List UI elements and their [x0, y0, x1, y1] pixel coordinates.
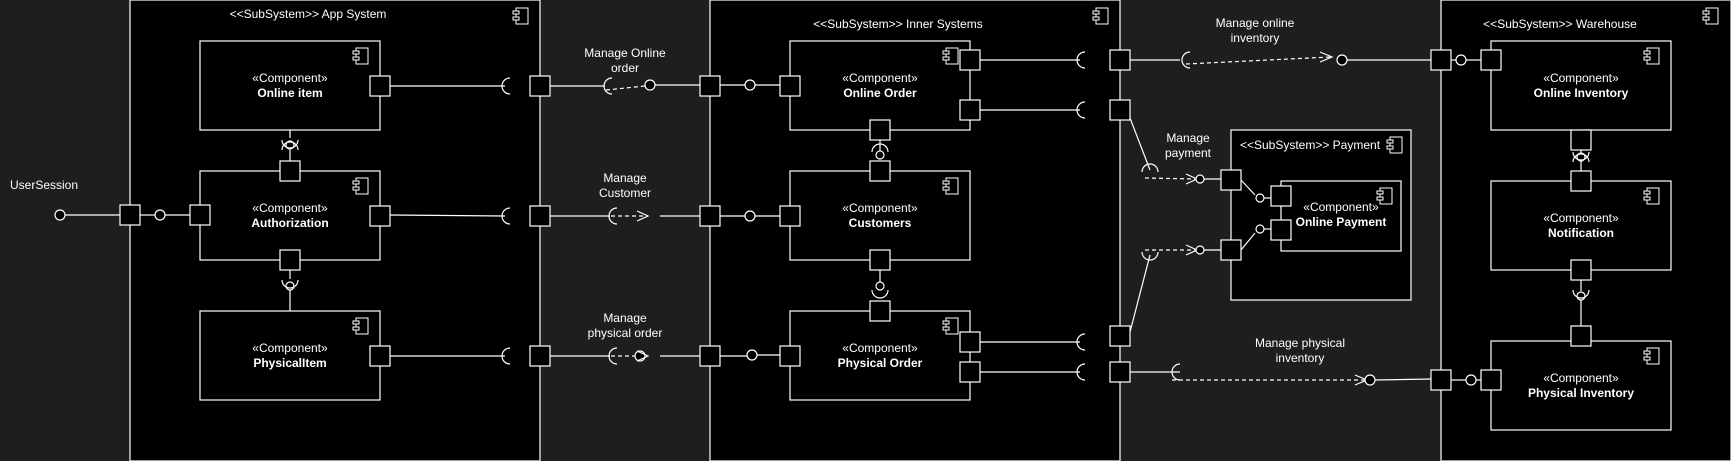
- port[interactable]: [1270, 185, 1292, 207]
- port[interactable]: [1570, 259, 1592, 281]
- stereotype-label: «Component»: [252, 341, 328, 355]
- connector-label-physical-inventory-line1: Manage physical: [1255, 336, 1345, 350]
- port[interactable]: [1109, 99, 1131, 121]
- component-name: Online Inventory: [1534, 86, 1629, 100]
- port[interactable]: [369, 75, 391, 97]
- stereotype-label: «Component»: [842, 201, 918, 215]
- stereotype-label: «Component»: [842, 71, 918, 85]
- port[interactable]: [699, 75, 721, 97]
- connector-lines: [54, 51, 1590, 386]
- port[interactable]: [959, 361, 981, 383]
- stereotype-label: «Component»: [1543, 71, 1619, 85]
- required-interface-socket: [501, 207, 511, 225]
- component-authorization[interactable]: «Component» Authorization: [199, 170, 381, 261]
- subsystem-title-warehouse: <<SubSystem>> Warehouse: [1483, 17, 1637, 31]
- connector-label-physical-order-line1: Manage: [603, 311, 647, 325]
- component-customers[interactable]: «Component» Customers: [789, 170, 971, 261]
- component-name: Customers: [849, 216, 912, 230]
- port[interactable]: [1430, 49, 1452, 71]
- connector-label-online-inventory-line1: Manage online: [1216, 16, 1295, 30]
- component-online-payment[interactable]: «Component» Online Payment: [1280, 180, 1402, 252]
- subsystem-title-app: <<SubSystem>> App System: [230, 7, 387, 21]
- connector-label-physical-order-line2: physical order: [588, 326, 663, 340]
- port[interactable]: [1109, 325, 1131, 347]
- provided-interface-ball: [54, 209, 66, 221]
- connector-label-online-order-line2: order: [611, 61, 639, 75]
- component-physical-item[interactable]: «Component» PhysicalItem: [199, 310, 381, 401]
- port[interactable]: [369, 205, 391, 227]
- port[interactable]: [1430, 369, 1452, 391]
- port[interactable]: [869, 249, 891, 271]
- port[interactable]: [1220, 239, 1242, 261]
- port[interactable]: [699, 205, 721, 227]
- port[interactable]: [1220, 169, 1242, 191]
- subsystem-title-inner: <<SubSystem>> Inner Systems: [813, 17, 982, 31]
- stereotype-label: «Component»: [252, 201, 328, 215]
- component-name: Online item: [257, 86, 322, 100]
- component-name: Online Payment: [1296, 215, 1387, 229]
- subsystem-title-payment: <<SubSystem>> Payment: [1240, 138, 1381, 152]
- port[interactable]: [1570, 325, 1592, 347]
- port[interactable]: [1480, 369, 1502, 391]
- stereotype-label: «Component»: [1543, 371, 1619, 385]
- stereotype-label: «Component»: [842, 341, 918, 355]
- connector-label-customer-line1: Manage: [603, 171, 647, 185]
- port[interactable]: [279, 249, 301, 271]
- port[interactable]: [779, 205, 801, 227]
- provided-interface-ball: [154, 209, 166, 221]
- required-interface-socket: [501, 77, 511, 95]
- connector-label-physical-inventory-line2: inventory: [1276, 351, 1325, 365]
- component-name: Notification: [1548, 226, 1614, 240]
- component-physical-inventory[interactable]: «Component» Physical Inventory: [1490, 340, 1672, 431]
- port[interactable]: [959, 49, 981, 71]
- port[interactable]: [699, 345, 721, 367]
- component-name: Online Order: [843, 86, 917, 100]
- required-interface-socket: [501, 347, 511, 365]
- stereotype-label: «Component»: [1303, 200, 1379, 214]
- port[interactable]: [1109, 361, 1131, 383]
- port[interactable]: [369, 345, 391, 367]
- connector-label-payment-line1: Manage: [1166, 131, 1210, 145]
- connector-label-online-order-line1: Manage Online: [584, 46, 666, 60]
- port[interactable]: [869, 119, 891, 141]
- component-name: PhysicalItem: [253, 356, 326, 370]
- ports: [119, 49, 1592, 391]
- port[interactable]: [529, 205, 551, 227]
- port[interactable]: [1570, 129, 1592, 151]
- component-online-order[interactable]: «Component» Online Order: [789, 40, 971, 131]
- port[interactable]: [1109, 49, 1131, 71]
- port[interactable]: [279, 160, 301, 182]
- connector-label-online-inventory-line2: inventory: [1231, 31, 1280, 45]
- component-name: Physical Inventory: [1528, 386, 1634, 400]
- port[interactable]: [529, 75, 551, 97]
- port[interactable]: [779, 345, 801, 367]
- component-online-item[interactable]: «Component» Online item: [199, 40, 381, 131]
- port[interactable]: [959, 331, 981, 353]
- stereotype-label: «Component»: [252, 71, 328, 85]
- port[interactable]: [959, 99, 981, 121]
- stereotype-label: «Component»: [1543, 211, 1619, 225]
- port[interactable]: [1270, 219, 1292, 241]
- component-name: Authorization: [251, 216, 328, 230]
- actor-label-usersession: UserSession: [10, 178, 78, 192]
- port[interactable]: [779, 75, 801, 97]
- component-physical-order[interactable]: «Component» Physical Order: [789, 310, 971, 401]
- connector-label-payment-line2: payment: [1165, 146, 1212, 160]
- port[interactable]: [1480, 49, 1502, 71]
- port[interactable]: [869, 160, 891, 182]
- port[interactable]: [1570, 170, 1592, 192]
- port[interactable]: [529, 345, 551, 367]
- connector-label-customer-line2: Customer: [599, 186, 651, 200]
- component-notification[interactable]: «Component» Notification: [1490, 180, 1672, 271]
- port[interactable]: [189, 204, 211, 226]
- component-online-inventory[interactable]: «Component» Online Inventory: [1490, 40, 1672, 131]
- component-name: Physical Order: [838, 356, 923, 370]
- port[interactable]: [869, 300, 891, 322]
- port[interactable]: [119, 204, 141, 226]
